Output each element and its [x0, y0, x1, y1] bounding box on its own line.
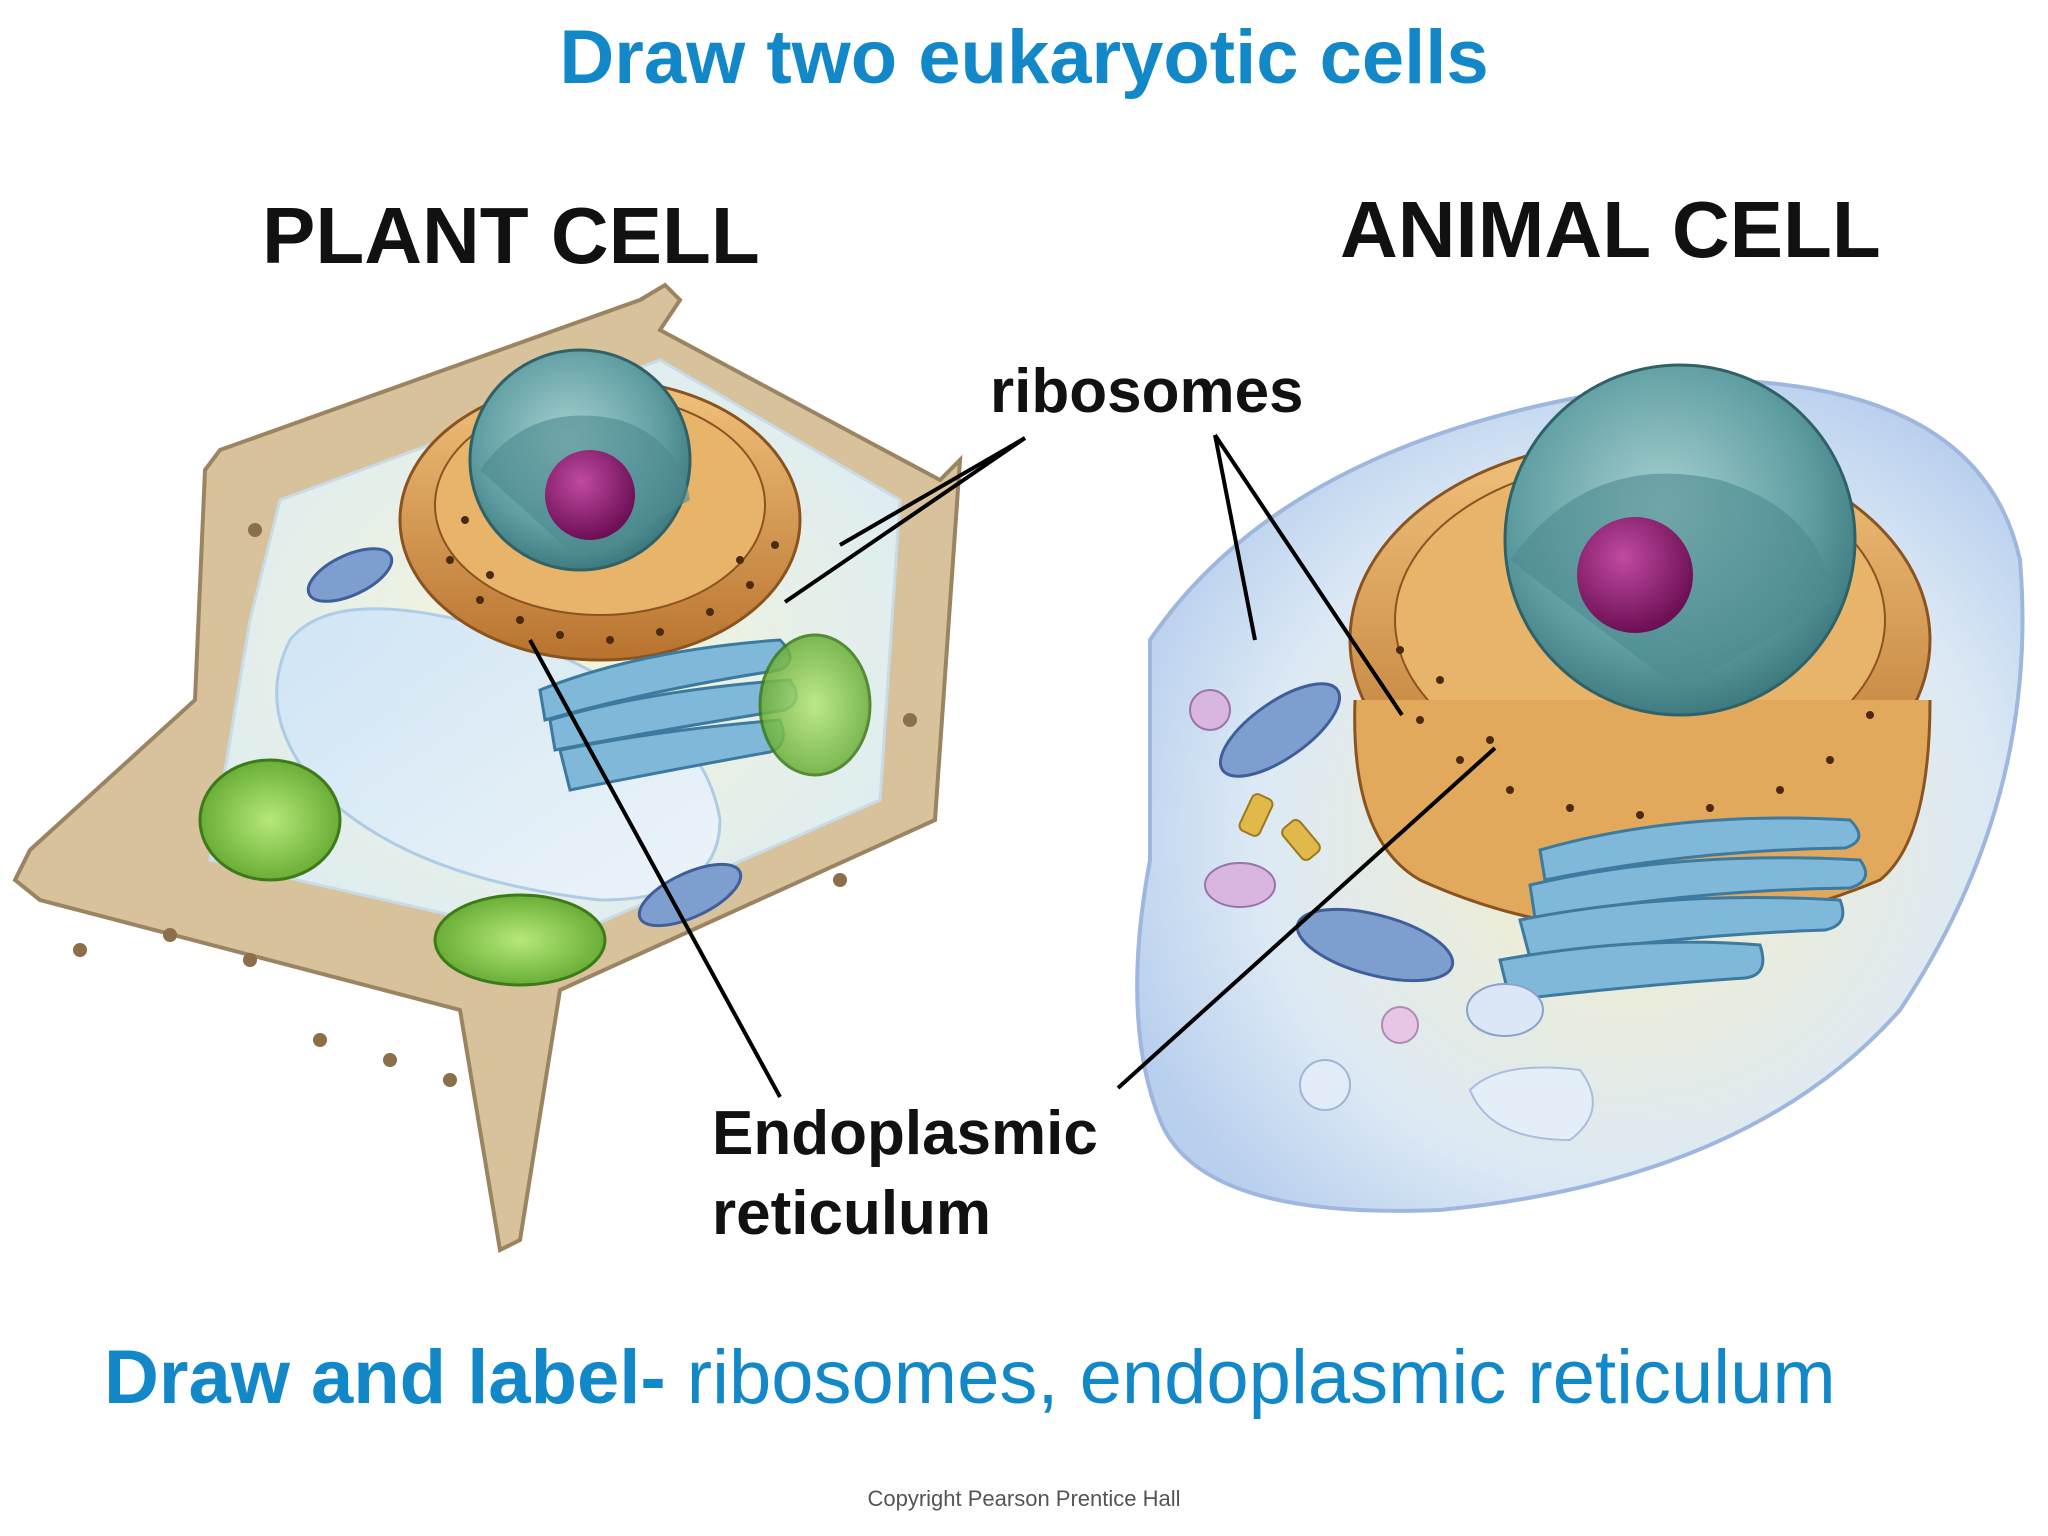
- animal-cell: [1135, 363, 2025, 1213]
- plant-cell: [12, 282, 963, 1253]
- animal-centriole: [1281, 819, 1321, 861]
- animal-nucleolus: [1577, 517, 1693, 633]
- animal-vesicle: [1189, 689, 1231, 731]
- instructions-rest: ribosomes, endoplasmic reticulum: [665, 1335, 1836, 1420]
- instructions-bold: Draw and label-: [104, 1335, 666, 1420]
- copyright-notice: Copyright Pearson Prentice Hall: [867, 1486, 1181, 1511]
- plant-cell-heading: PLANT CELL: [262, 191, 760, 280]
- animal-golgi: [1498, 816, 1868, 1002]
- plant-wall-pits: [73, 523, 917, 1087]
- plant-mitochondrion: [306, 547, 394, 603]
- er-label-line2: reticulum: [712, 1179, 992, 1248]
- animal-vesicle: [1466, 983, 1544, 1037]
- plant-nucleolus: [545, 450, 635, 540]
- plant-chloroplast: [198, 758, 342, 882]
- animal-lysosome: [1204, 862, 1276, 908]
- plant-mitochondrion: [637, 862, 743, 928]
- animal-vesicle: [1381, 1006, 1419, 1044]
- animal-er-ribosomes: [1396, 646, 1874, 819]
- animal-cell-heading: ANIMAL CELL: [1340, 185, 1881, 274]
- label-pointer-lines: [528, 433, 1497, 1098]
- animal-mitochondrion: [1218, 682, 1342, 778]
- endoplasmic-reticulum-label: Endoplasmic reticulum: [712, 1094, 1098, 1254]
- plant-er-ribosomes: [446, 516, 779, 644]
- plant-chloroplast: [433, 893, 607, 987]
- er-label-line1: Endoplasmic: [712, 1099, 1098, 1168]
- animal-centriole: [1238, 793, 1274, 837]
- plant-chloroplast: [758, 633, 872, 777]
- animal-vacuole: [1468, 1066, 1594, 1142]
- instructions: Draw and label- ribosomes, endoplasmic r…: [104, 1334, 1836, 1421]
- page-title: Draw two eukaryotic cells: [559, 15, 1489, 100]
- animal-vesicle: [1299, 1059, 1351, 1111]
- ribosomes-label: ribosomes: [990, 357, 1304, 426]
